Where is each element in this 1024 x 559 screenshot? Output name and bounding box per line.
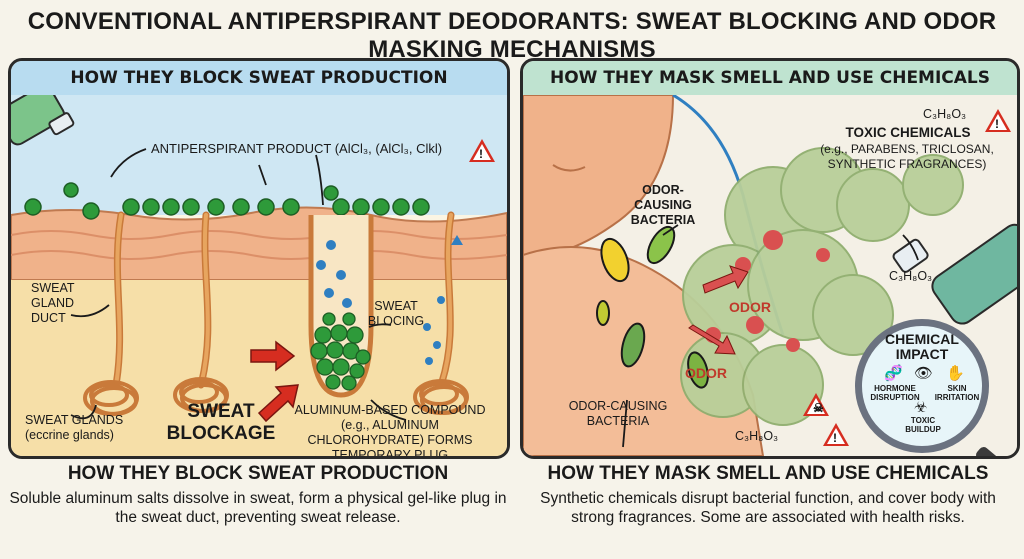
odor-particles (705, 230, 830, 352)
impact-item-skin: SKIN IRRITATION (934, 384, 980, 402)
skull-warning-icon: ☠ (803, 393, 829, 416)
sweat-glands-label: SWEAT GLANDS (eccrine glands) (25, 413, 124, 442)
skin-icon: ✋ (946, 364, 965, 382)
warning-triangle-icon: ! (469, 139, 495, 162)
product-label: ANTIPERSPIRANT PRODUCT (AlCl₃, (AlCl₃, C… (151, 141, 443, 156)
biohazard-icon: ☣ (914, 398, 928, 416)
sweat-blocking-label: SWEAT BLOCING (367, 299, 425, 328)
toxic-examples-label: (e.g., PARABENS, TRICLOSAN, SYNTHETIC FR… (820, 142, 994, 171)
spray-bottle-icon (11, 95, 75, 146)
odor-bacteria-top-label: ODOR-CAUSING BACTERIA (630, 183, 696, 227)
page-title: CONVENTIONAL ANTIPERSPIRANT DEODORANTS: … (27, 8, 997, 63)
bottom-right-summary: HOW THEY MASK SMELL AND USE CHEMICALS Sy… (518, 462, 1018, 527)
toxic-chemicals-label: TOXIC CHEMICALS (845, 125, 971, 140)
chemical-impact-title: CHEMICAL IMPACT (885, 331, 959, 362)
bottom-left-summary: HOW THEY BLOCK SWEAT PRODUCTION Soluble … (8, 462, 508, 527)
odor-bacteria-bottom-label: ODOR-CAUSING BACTERIA (568, 399, 668, 428)
impact-item-toxic: TOXIC BUILDUP (905, 416, 941, 434)
odor-cloud (680, 147, 964, 426)
bottom-left-heading: HOW THEY BLOCK SWEAT PRODUCTION (67, 463, 449, 484)
aluminum-plug (310, 312, 371, 391)
skin-cross-section-illustration (11, 95, 507, 456)
formula-label-middle: C₃H₈O₃ (889, 269, 933, 283)
toxic-warning-icon: ! (985, 109, 1011, 132)
bottom-right-body: Synthetic chemicals disrupt bacterial fu… (540, 490, 996, 526)
bottom-left-body: Soluble aluminum salts dissolve in sweat… (9, 490, 507, 526)
bottom-right-heading: HOW THEY MASK SMELL AND USE CHEMICALS (547, 463, 989, 484)
chemical-impact-magnifier: CHEMICAL IMPACT 🧬 👁 ✋ HORMONE DISRUPTION… (855, 319, 989, 453)
sweat-blocking-panel: HOW THEY BLOCK SWEAT PRODUCTION (8, 58, 510, 459)
label-arrows (622, 224, 919, 448)
odor-masking-panel: HOW THEY MASK SMELL AND USE CHEMICALS (520, 58, 1020, 459)
bacteria-group (596, 225, 709, 389)
odor-arrows (688, 265, 749, 355)
sweat-gland-duct-label: SWEAT GLAND DUCT (31, 281, 75, 325)
label-arrows (70, 148, 407, 421)
health-warning-icon: ! (823, 423, 849, 446)
sweat-gland-coils (83, 377, 469, 416)
sweat-drops (316, 235, 463, 365)
aluminum-particles (24, 182, 430, 220)
dna-icon: 🧬 (884, 364, 903, 382)
formula-label-top: C₃H₈O₃ (923, 107, 967, 121)
odor-label-lower: ODOR (685, 365, 727, 381)
formula-label-bottom: C₃H₈O₃ (735, 429, 779, 443)
chemical-spray-can-icon (892, 223, 1017, 325)
eye-icon: 👁 (914, 364, 934, 382)
odor-masking-heading: HOW THEY MASK SMELL AND USE CHEMICALS (523, 61, 1017, 97)
impact-item-hormone: HORMONE DISRUPTION (870, 384, 920, 402)
odor-label-upper: ODOR (729, 299, 771, 315)
sweat-blockage-label: SWEAT BLOCKAGE (166, 401, 276, 444)
blockage-arrows (250, 340, 299, 423)
aluminum-compound-label: ALUMINUM-BASED COMPOUND (e.g., ALUMINUM … (294, 403, 486, 459)
sweat-blocking-heading: HOW THEY BLOCK SWEAT PRODUCTION (11, 61, 507, 97)
